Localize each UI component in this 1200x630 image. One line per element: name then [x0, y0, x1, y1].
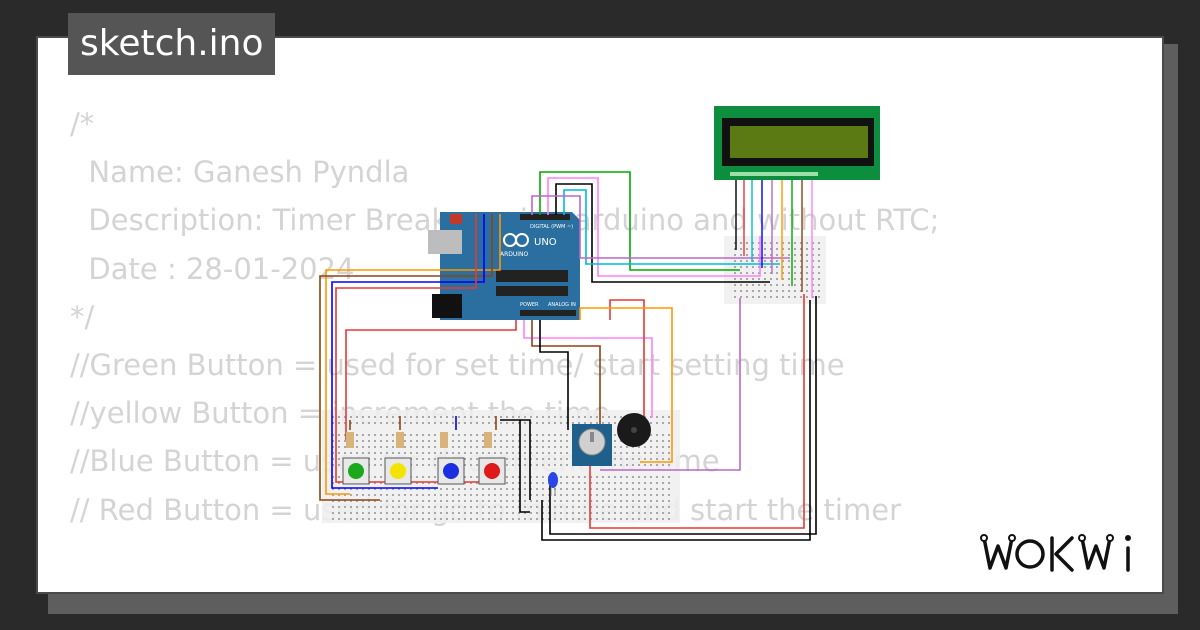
wires: [319, 171, 817, 541]
svg-text:UNO: UNO: [534, 237, 557, 248]
code-line: Name: Ganesh Pyndla: [70, 155, 410, 190]
code-line: /*: [70, 107, 95, 141]
resistors: [346, 432, 492, 448]
breadboard-small: [724, 236, 826, 304]
file-tab[interactable]: sketch.ino: [68, 13, 276, 75]
green-button: [342, 457, 370, 485]
buzzer: [617, 413, 651, 447]
yellow-button: [384, 457, 412, 485]
code-line: */: [70, 299, 95, 334]
lcd-wires: [735, 180, 813, 298]
push-buttons: [342, 457, 506, 485]
blue-led: [548, 472, 558, 496]
potentiometer: [572, 424, 612, 466]
blue-button: [437, 457, 465, 485]
svg-text:ANALOG IN: ANALOG IN: [548, 302, 576, 308]
svg-text:POWER: POWER: [520, 302, 539, 308]
arduino-uno-board: UNO ARDUINO DIGITAL (PWM ~) POWER ANALOG…: [428, 212, 580, 320]
red-button: [478, 457, 506, 485]
svg-text:ARDUINO: ARDUINO: [500, 251, 529, 258]
svg-text:DIGITAL (PWM ~): DIGITAL (PWM ~): [530, 224, 573, 230]
code-line: //Green Button = used for set time/ star…: [70, 347, 845, 382]
lcd-display: [714, 106, 880, 180]
wokwi-logo: [980, 534, 1131, 572]
